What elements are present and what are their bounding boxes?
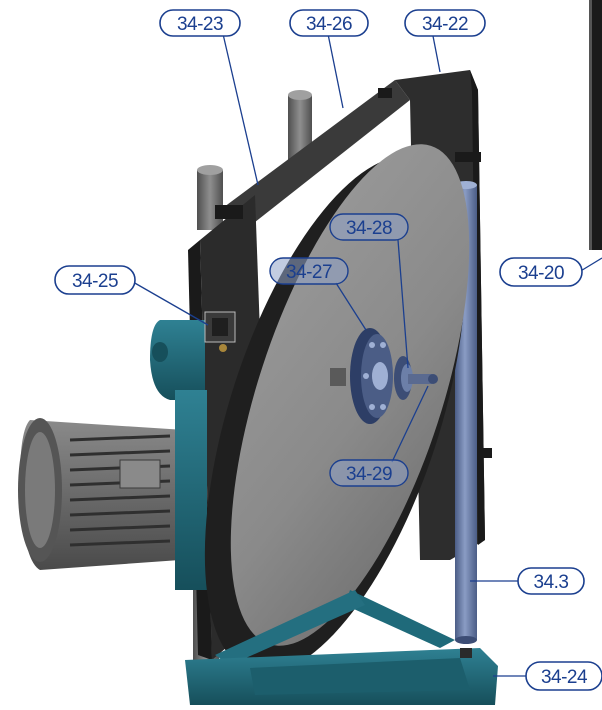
- callout-34-28: 34-28: [329, 213, 409, 241]
- callout-34-20: 34-20: [499, 257, 583, 287]
- callout-34-29: 34-29: [329, 459, 409, 487]
- callout-label: 34-25: [72, 271, 118, 292]
- callout-34-25: 34-25: [54, 265, 136, 295]
- callout-34-3: 34.3: [517, 567, 585, 595]
- callout-label: 34-29: [346, 464, 392, 485]
- side-panel-34-20: [589, 0, 602, 250]
- electric-motor: [18, 418, 185, 570]
- base-frame-34-24: [185, 590, 498, 705]
- callout-label: 34-22: [422, 14, 468, 35]
- callout-label: 34-24: [541, 667, 588, 688]
- callout-label: 34-26: [306, 14, 352, 35]
- callout-label: 34-23: [177, 14, 223, 35]
- wheel-disc-34-26: [204, 144, 470, 674]
- leader-lines: [132, 33, 602, 677]
- callout-34-23: 34-23: [159, 9, 241, 37]
- hub-assembly-34-27: [350, 328, 393, 424]
- switch-box-34-25: [204, 311, 236, 352]
- callout-label: 34-20: [518, 263, 564, 284]
- callout-34-24: 34-24: [525, 661, 602, 691]
- callout-34-22: 34-22: [404, 9, 486, 37]
- drive-mount: [150, 320, 207, 590]
- shaft-34-29: [330, 368, 438, 386]
- callout-34-26: 34-26: [289, 9, 369, 37]
- top-fittings: [215, 88, 492, 458]
- callout-label: 34.3: [534, 572, 569, 593]
- callout-34-27: 34-27: [269, 257, 349, 285]
- callout-label: 34-27: [286, 262, 332, 283]
- callout-label: 34-28: [346, 218, 392, 239]
